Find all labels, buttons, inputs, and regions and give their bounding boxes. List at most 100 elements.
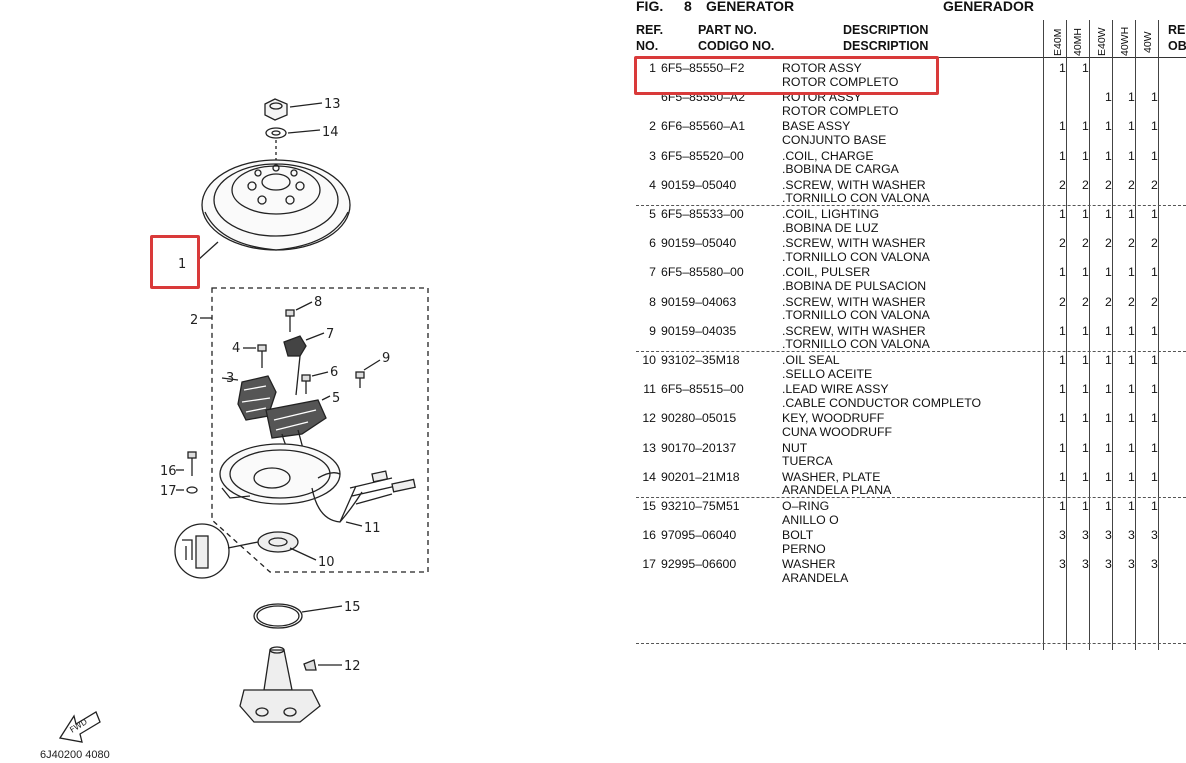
quantity-cell: 1 bbox=[1105, 119, 1112, 134]
quantity-cell: 3 bbox=[1082, 528, 1089, 543]
description-es: PERNO bbox=[782, 541, 826, 556]
part-number: 90159–04035 bbox=[661, 323, 737, 338]
quantity-cell: 3 bbox=[1128, 557, 1135, 572]
ref-number: 1 bbox=[649, 61, 656, 75]
part-number: 93210–75M51 bbox=[661, 499, 740, 513]
quantity-cell: 2 bbox=[1151, 236, 1158, 251]
quantity-cell: 1 bbox=[1128, 411, 1135, 426]
part-number: 6F5–85533–00 bbox=[661, 207, 744, 221]
description-es: ANILLO O bbox=[782, 512, 839, 527]
quantity-cell: 1 bbox=[1082, 382, 1089, 397]
quantity-cell: 1 bbox=[1151, 353, 1158, 367]
header-ref-en: REF. bbox=[636, 23, 664, 37]
quantity-cell: 1 bbox=[1059, 499, 1066, 513]
callout-16: 16 bbox=[160, 464, 177, 479]
quantity-cell: 2 bbox=[1105, 294, 1112, 309]
fig-number: 8 bbox=[684, 0, 692, 14]
part-number: 90280–05015 bbox=[661, 411, 737, 426]
quantity-cell: 2 bbox=[1105, 236, 1112, 251]
quantity-cell: 1 bbox=[1105, 440, 1112, 455]
callout-12: 12 bbox=[344, 659, 361, 674]
quantity-cell: 1 bbox=[1128, 265, 1135, 280]
description-es: ARANDELA bbox=[782, 570, 849, 585]
pulser-coil-part-7 bbox=[283, 335, 307, 396]
quantity-cell: 1 bbox=[1105, 382, 1112, 397]
quantity-cell: 2 bbox=[1105, 177, 1112, 192]
seal-detail-inset bbox=[174, 523, 259, 579]
part-number: 90159–04063 bbox=[661, 294, 737, 309]
quantity-cell: 1 bbox=[1128, 382, 1135, 397]
header-model-40w: 40W bbox=[1142, 31, 1154, 53]
quantity-cell: 1 bbox=[1151, 90, 1158, 105]
part-number: 90159–05040 bbox=[661, 177, 737, 192]
quantity-cell: 1 bbox=[1082, 148, 1089, 163]
quantity-cell: 1 bbox=[1151, 265, 1158, 280]
quantity-cell: 2 bbox=[1151, 177, 1158, 192]
quantity-cell: 1 bbox=[1059, 382, 1066, 397]
quantity-cell: 1 bbox=[1105, 265, 1112, 280]
quantity-cell: 1 bbox=[1151, 119, 1158, 134]
quantity-cell: 2 bbox=[1082, 236, 1089, 251]
description-es: .CABLE CONDUCTOR COMPLETO bbox=[782, 395, 982, 410]
part-number: 6F5–85515–00 bbox=[661, 382, 744, 397]
screw-part-4 bbox=[257, 344, 267, 368]
drawing-code: 6J40200 4080 bbox=[40, 749, 110, 761]
part-number: 6F5–85550–F2 bbox=[661, 61, 745, 75]
model-col-line bbox=[1043, 20, 1044, 650]
header-part-en: PART NO. bbox=[698, 23, 757, 37]
model-col-line bbox=[1135, 20, 1136, 650]
ref-number: 9 bbox=[649, 323, 656, 338]
quantity-cell: 1 bbox=[1059, 207, 1066, 221]
lead-wire-part-11 bbox=[311, 470, 416, 523]
group-separator bbox=[636, 351, 1186, 352]
quantity-cell: 3 bbox=[1151, 528, 1158, 543]
part-number: 6F5–85580–00 bbox=[661, 265, 744, 280]
rotor-part-1 bbox=[201, 159, 351, 251]
description-es: .BOBINA DE PULSACION bbox=[782, 278, 927, 293]
quantity-cell: 1 bbox=[1128, 119, 1135, 134]
quantity-cell: 1 bbox=[1128, 207, 1135, 221]
description-es: .TORNILLO CON VALONA bbox=[782, 191, 930, 206]
quantity-cell: 1 bbox=[1151, 148, 1158, 163]
quantity-cell: 1 bbox=[1151, 411, 1158, 426]
header-model-e40m: E40M bbox=[1052, 28, 1064, 56]
description-en: .SCREW, WITH WASHER bbox=[782, 236, 926, 251]
quantity-cell: 1 bbox=[1082, 119, 1089, 134]
quantity-cell: 1 bbox=[1082, 61, 1089, 75]
description-en: .LEAD WIRE ASSY bbox=[782, 382, 889, 397]
quantity-cell: 2 bbox=[1059, 177, 1066, 192]
description-es: .SELLO ACEITE bbox=[782, 366, 873, 381]
ref-number: 11 bbox=[643, 382, 656, 397]
crankshaft-end bbox=[239, 646, 321, 723]
quantity-cell: 2 bbox=[1128, 177, 1135, 192]
header-part-es: CODIGO NO. bbox=[698, 39, 775, 53]
part-number: 6F5–85520–00 bbox=[661, 148, 744, 163]
ref-number: 2 bbox=[649, 119, 656, 134]
part-number: 90201–21M18 bbox=[661, 469, 740, 484]
model-col-line bbox=[1089, 20, 1090, 650]
quantity-cell: 1 bbox=[1105, 90, 1112, 105]
quantity-cell: 1 bbox=[1151, 440, 1158, 455]
callout-4: 4 bbox=[232, 341, 240, 356]
callout-8: 8 bbox=[314, 295, 322, 310]
quantity-cell: 1 bbox=[1105, 323, 1112, 338]
quantity-cell: 1 bbox=[1151, 382, 1158, 397]
description-es: CUNA WOODRUFF bbox=[782, 424, 892, 439]
quantity-cell: 3 bbox=[1128, 528, 1135, 543]
ref-number: 16 bbox=[642, 528, 656, 543]
ref-number: 15 bbox=[642, 499, 656, 513]
description-en: ROTOR ASSY bbox=[782, 61, 862, 75]
model-col-line bbox=[1158, 20, 1159, 650]
row-1-highlight bbox=[634, 56, 939, 95]
quantity-cell: 1 bbox=[1128, 499, 1135, 513]
callout-9: 9 bbox=[382, 351, 390, 366]
header-desc-en: DESCRIPTION bbox=[843, 23, 929, 37]
quantity-cell: 1 bbox=[1128, 323, 1135, 338]
description-en: KEY, WOODRUFF bbox=[782, 411, 885, 426]
description-es: .TORNILLO CON VALONA bbox=[782, 249, 930, 264]
callout-2: 2 bbox=[190, 313, 198, 328]
quantity-cell: 1 bbox=[1105, 411, 1112, 426]
washer-part-17 bbox=[186, 486, 198, 494]
description-es: .TORNILLO CON VALONA bbox=[782, 337, 930, 352]
nut-part-13 bbox=[264, 98, 288, 121]
